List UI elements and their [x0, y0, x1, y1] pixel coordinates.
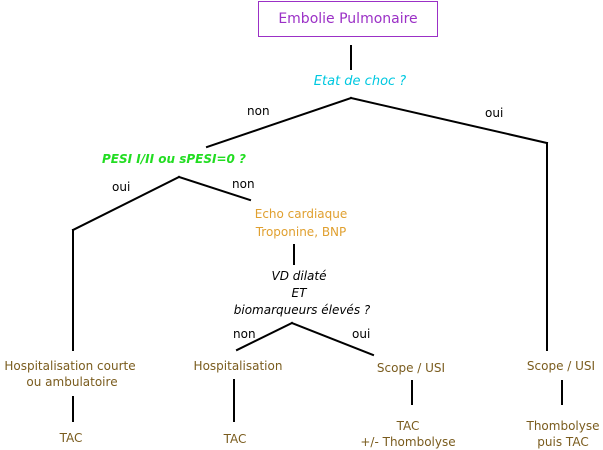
- exam-echo: Echo cardiaque: [254, 207, 348, 221]
- connector-q1-non: [205, 96, 353, 149]
- final-tac-thromb-line1: TAC: [396, 419, 420, 433]
- question-vd-line3: biomarqueurs élevés ?: [233, 303, 371, 317]
- outcome-scope-usi-mid: Scope / USI: [376, 361, 446, 375]
- label-q2-non: non: [232, 177, 255, 191]
- outcome-hospitalisation: Hospitalisation: [193, 359, 283, 373]
- label-q2-oui: oui: [112, 180, 131, 194]
- connector-q1-oui: [349, 96, 549, 145]
- final-tac-1: TAC: [59, 431, 83, 445]
- title-box: Embolie Pulmonaire: [258, 1, 438, 37]
- final-thromb-tac-line1: Thombolyse: [526, 419, 600, 433]
- question-pesi: PESI I/II ou sPESI=0 ?: [102, 152, 246, 166]
- question-vd-line1: VD dilaté: [271, 269, 327, 283]
- question-etat-de-choc: Etat de choc ?: [313, 74, 407, 89]
- label-q1-oui: oui: [485, 106, 504, 120]
- exam-troponine: Troponine, BNP: [255, 225, 347, 239]
- question-vd-line2: ET: [291, 286, 307, 300]
- label-q3-oui: oui: [352, 327, 371, 341]
- connector-q3-non: [235, 321, 294, 352]
- outcome-hosp-courte-line2: ou ambulatoire: [26, 375, 118, 389]
- final-thromb-tac-line2: puis TAC: [537, 435, 589, 449]
- connector-q2-oui: [71, 175, 181, 232]
- final-tac-2: TAC: [223, 432, 247, 446]
- label-q3-non: non: [233, 327, 256, 341]
- final-tac-thromb-line2: +/- Thombolyse: [360, 435, 456, 449]
- connector-q3-oui: [290, 321, 375, 357]
- label-q1-non: non: [247, 104, 270, 118]
- connector-q2-non: [177, 175, 252, 202]
- title-text: Embolie Pulmonaire: [278, 11, 418, 27]
- outcome-scope-usi-right: Scope / USI: [526, 359, 596, 373]
- outcome-hosp-courte-line1: Hospitalisation courte: [4, 359, 136, 373]
